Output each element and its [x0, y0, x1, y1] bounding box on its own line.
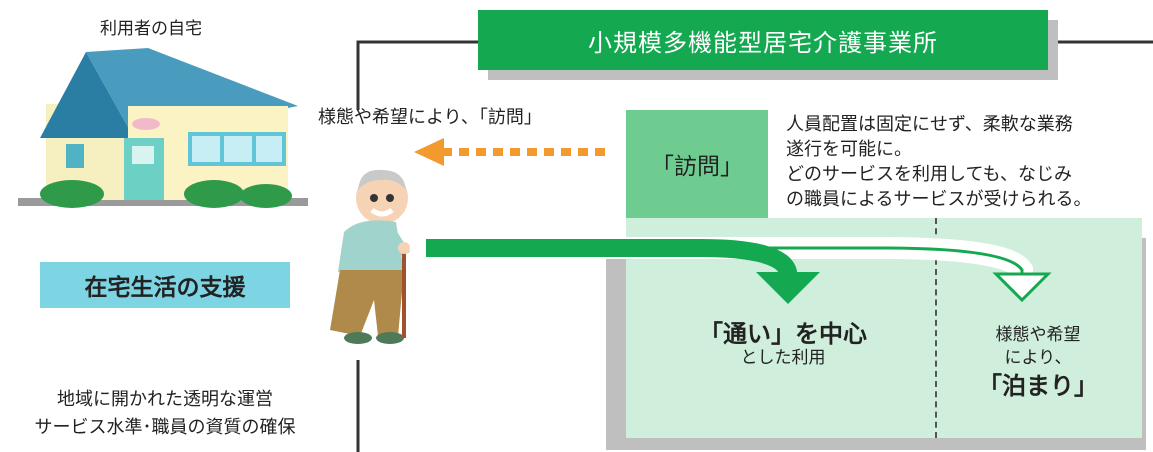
house-illustration	[18, 48, 308, 208]
staff-note-line4: の職員によるサービスが受けられる。	[786, 189, 1092, 210]
visit-dotted-arrow	[414, 138, 608, 166]
stay-line2: により、	[1004, 348, 1072, 368]
visit-arrow-text: 様態や希望により、「訪問」	[318, 107, 542, 128]
staff-flexibility-note: 人員配置は固定にせず、柔軟な業務 遂行を可能に。 どのサービスを利用しても、なじ…	[786, 112, 1091, 212]
house-label: 利用者の自宅	[100, 19, 202, 39]
panel-divider	[935, 218, 937, 438]
staff-note-line2: 遂行を可能に。	[786, 139, 912, 160]
stay-label: 「泊まり」	[978, 372, 1098, 400]
day-service-sub: とした利用	[740, 348, 826, 368]
visit-box: 「訪問」	[626, 110, 768, 218]
facility-title: 小規模多機能型居宅介護事業所	[478, 10, 1048, 70]
day-service-main: 「通い」を中心	[699, 320, 867, 348]
stay-line1: 様態や希望	[995, 325, 1081, 345]
staff-note-line1: 人員配置は固定にせず、柔軟な業務	[786, 114, 1073, 135]
bottom-note-line2: サービス水準･職員の資質の確保	[34, 417, 296, 438]
staff-note-line3: どのサービスを利用しても、なじみ	[786, 164, 1073, 185]
home-support-box: 在宅生活の支援	[40, 262, 290, 308]
bottom-note: 地域に開かれた透明な運営 サービス水準･職員の資質の確保	[10, 386, 320, 442]
bottom-note-line1: 地域に開かれた透明な運営	[57, 389, 273, 410]
elderly-person-illustration	[330, 169, 410, 344]
